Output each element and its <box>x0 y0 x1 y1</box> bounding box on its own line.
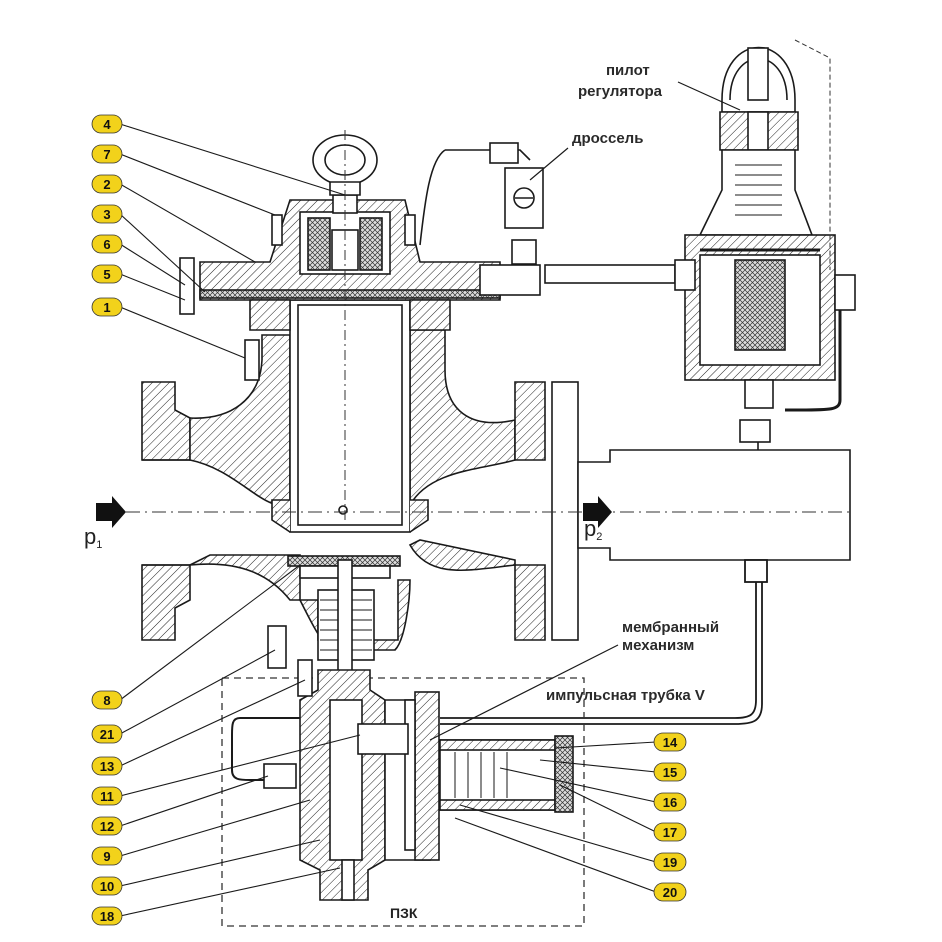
p1-label: p1 <box>84 524 102 551</box>
throttle-label: дроссель <box>572 130 643 147</box>
badge-13: 13 <box>91 756 123 776</box>
pilot-label-line2: регулятора <box>578 83 663 100</box>
badge-7: 7 <box>91 144 123 164</box>
actuator-housing <box>179 134 501 381</box>
badge-5: 5 <box>91 264 123 284</box>
badge-12: 12 <box>91 816 123 836</box>
pilot-vent-dashed <box>794 39 831 270</box>
svg-text:10: 10 <box>100 879 114 894</box>
svg-text:3: 3 <box>103 207 110 222</box>
badge-9: 9 <box>91 846 123 866</box>
inlet-flow-arrow <box>96 496 126 528</box>
impulse-tube <box>440 559 768 725</box>
svg-text:21: 21 <box>100 727 114 742</box>
pilot-label-line1: пилот <box>606 62 650 79</box>
badge-10: 10 <box>91 876 123 896</box>
badge-11: 11 <box>91 786 123 806</box>
badges: 4 7 2 3 6 5 1 8 21 13 11 12 9 10 18 14 1… <box>91 114 687 926</box>
pilot-supply-tube <box>479 259 856 311</box>
svg-text:15: 15 <box>663 765 677 780</box>
badge-2: 2 <box>91 174 123 194</box>
badge-21: 21 <box>91 724 123 744</box>
membrane-label-line1: мембранный <box>622 619 719 636</box>
badge-3: 3 <box>91 204 123 224</box>
outlet-flow-arrow <box>583 496 612 528</box>
impulse-tube-label: импульсная трубка V <box>546 687 705 704</box>
main-valve-body <box>141 329 546 651</box>
throttle-leader <box>529 147 569 181</box>
svg-text:20: 20 <box>663 885 677 900</box>
badge-6: 6 <box>91 234 123 254</box>
badge-15: 15 <box>653 762 687 782</box>
svg-text:7: 7 <box>103 147 110 162</box>
badge-8: 8 <box>91 690 123 710</box>
svg-text:18: 18 <box>100 909 114 924</box>
badge-16: 16 <box>653 792 687 812</box>
svg-text:1: 1 <box>103 300 110 315</box>
p2-label: p2 <box>584 516 602 543</box>
svg-text:2: 2 <box>103 177 110 192</box>
badge-20: 20 <box>653 882 687 902</box>
svg-text:6: 6 <box>103 237 110 252</box>
pzk-dashed-frame <box>221 677 585 927</box>
pzk-assembly <box>231 555 574 901</box>
svg-text:8: 8 <box>103 693 110 708</box>
badge-1: 1 <box>91 297 123 317</box>
pilot-outlet-tube <box>785 310 842 412</box>
badge-4: 4 <box>91 114 123 134</box>
svg-text:9: 9 <box>103 849 110 864</box>
leader-lines <box>119 123 657 917</box>
svg-text:14: 14 <box>663 735 678 750</box>
badge-19: 19 <box>653 852 687 872</box>
membrane-leader <box>429 644 619 741</box>
badge-14: 14 <box>653 732 687 752</box>
svg-text:16: 16 <box>663 795 677 810</box>
svg-text:5: 5 <box>103 267 110 282</box>
pilot-regulator <box>684 46 836 450</box>
svg-text:12: 12 <box>100 819 114 834</box>
badge-17: 17 <box>653 822 687 842</box>
svg-text:19: 19 <box>663 855 677 870</box>
pzk-label: ПЗК <box>390 905 418 921</box>
svg-text:11: 11 <box>100 789 114 804</box>
svg-text:4: 4 <box>103 117 111 132</box>
svg-text:13: 13 <box>100 759 114 774</box>
badge-18: 18 <box>91 906 123 926</box>
valve-sleeve <box>271 299 429 533</box>
svg-text:17: 17 <box>663 825 677 840</box>
membrane-label-line2: механизм <box>622 637 694 654</box>
throttle-valve <box>419 142 544 265</box>
downstream-pipe <box>551 381 851 641</box>
pilot-leader <box>677 81 741 111</box>
